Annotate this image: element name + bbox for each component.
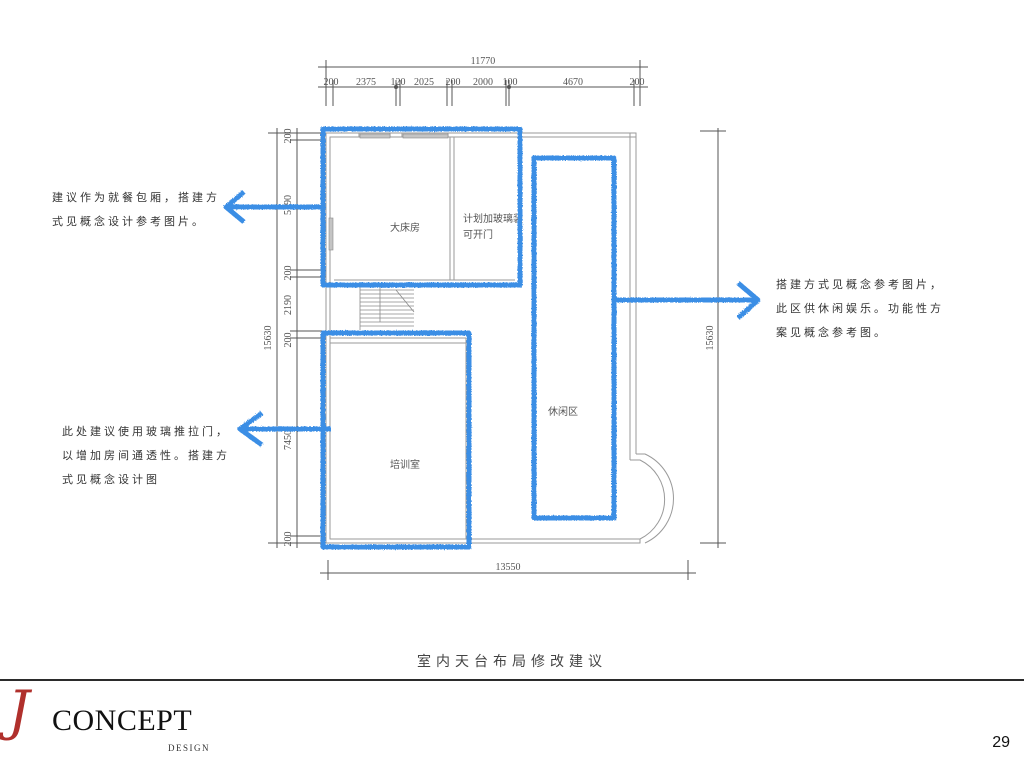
room-label-lounge: 休闲区 [548,405,578,418]
room-label-master-bedroom: 大床房 [390,221,420,234]
dim-bottom-total: 13550 [496,562,521,573]
building-walls [325,132,674,544]
dim-top-seg: 200 [324,77,339,88]
floor-plan-diagram: 11770 200 2375 120 2025 200 2000 100 467… [223,56,761,580]
dim-top-seg: 200 [630,77,645,88]
logo-subtitle: DESIGN [168,743,210,753]
note-dining-room: 建议作为就餐包厢，搭建方式见概念设计参考图片。 [52,191,220,228]
dim-right-total: 15630 [705,326,716,351]
arrow-right [615,281,761,320]
left-dimension-chain [268,128,326,548]
arrow-left-bottom [237,410,331,448]
logo-wordmark: CONCEPT [52,704,193,737]
arrow-left-top [223,190,321,224]
dim-top-seg: 120 [391,77,406,88]
dim-top-seg: 2025 [414,77,434,88]
dim-top-seg: 2000 [473,77,493,88]
room-label-glass-room: 可开门 [463,228,493,241]
logo-mark: J [8,679,30,742]
note-glass-door: 此处建议使用玻璃推拉门，以增加房间通透性。搭建方式见概念设计图 [62,425,230,486]
dim-left-seg: 200 [283,532,294,547]
dim-top-seg: 2375 [356,77,376,88]
right-dimension [700,128,726,548]
highlight-box-bedroom [320,126,523,288]
note-leisure-area: 搭建方式见概念参考图片，此区供休闲娱乐。功能性方案见概念参考图。 [776,278,944,339]
page-number: 29 [992,734,1010,751]
dim-top-seg: 100 [503,77,518,88]
dim-top-seg: 200 [446,77,461,88]
bottom-dimension [320,560,696,580]
brand-logo: J CONCEPT DESIGN [8,684,238,762]
room-label-training-room: 培训室 [390,458,420,471]
dim-left-seg: 200 [283,129,294,144]
stairs [359,286,415,330]
highlight-box-lounge [531,155,617,521]
dim-top-total: 11770 [471,56,496,67]
footer-divider [0,679,1024,681]
dim-left-total: 15630 [263,326,274,351]
window-marks [328,133,449,251]
room-label-glass-room: 计划加玻璃装 [463,212,523,225]
dim-left-seg: 200 [283,266,294,281]
highlight-box-training [320,330,472,550]
dim-left-seg: 2190 [283,295,294,315]
dim-left-seg: 200 [283,333,294,348]
dim-left-seg: 7450 [283,430,294,450]
slide-caption: 室内天台布局修改建议 [417,654,607,670]
highlight-annotations [223,126,761,550]
dim-top-seg: 4670 [563,77,583,88]
top-dimension-chain [318,60,648,106]
